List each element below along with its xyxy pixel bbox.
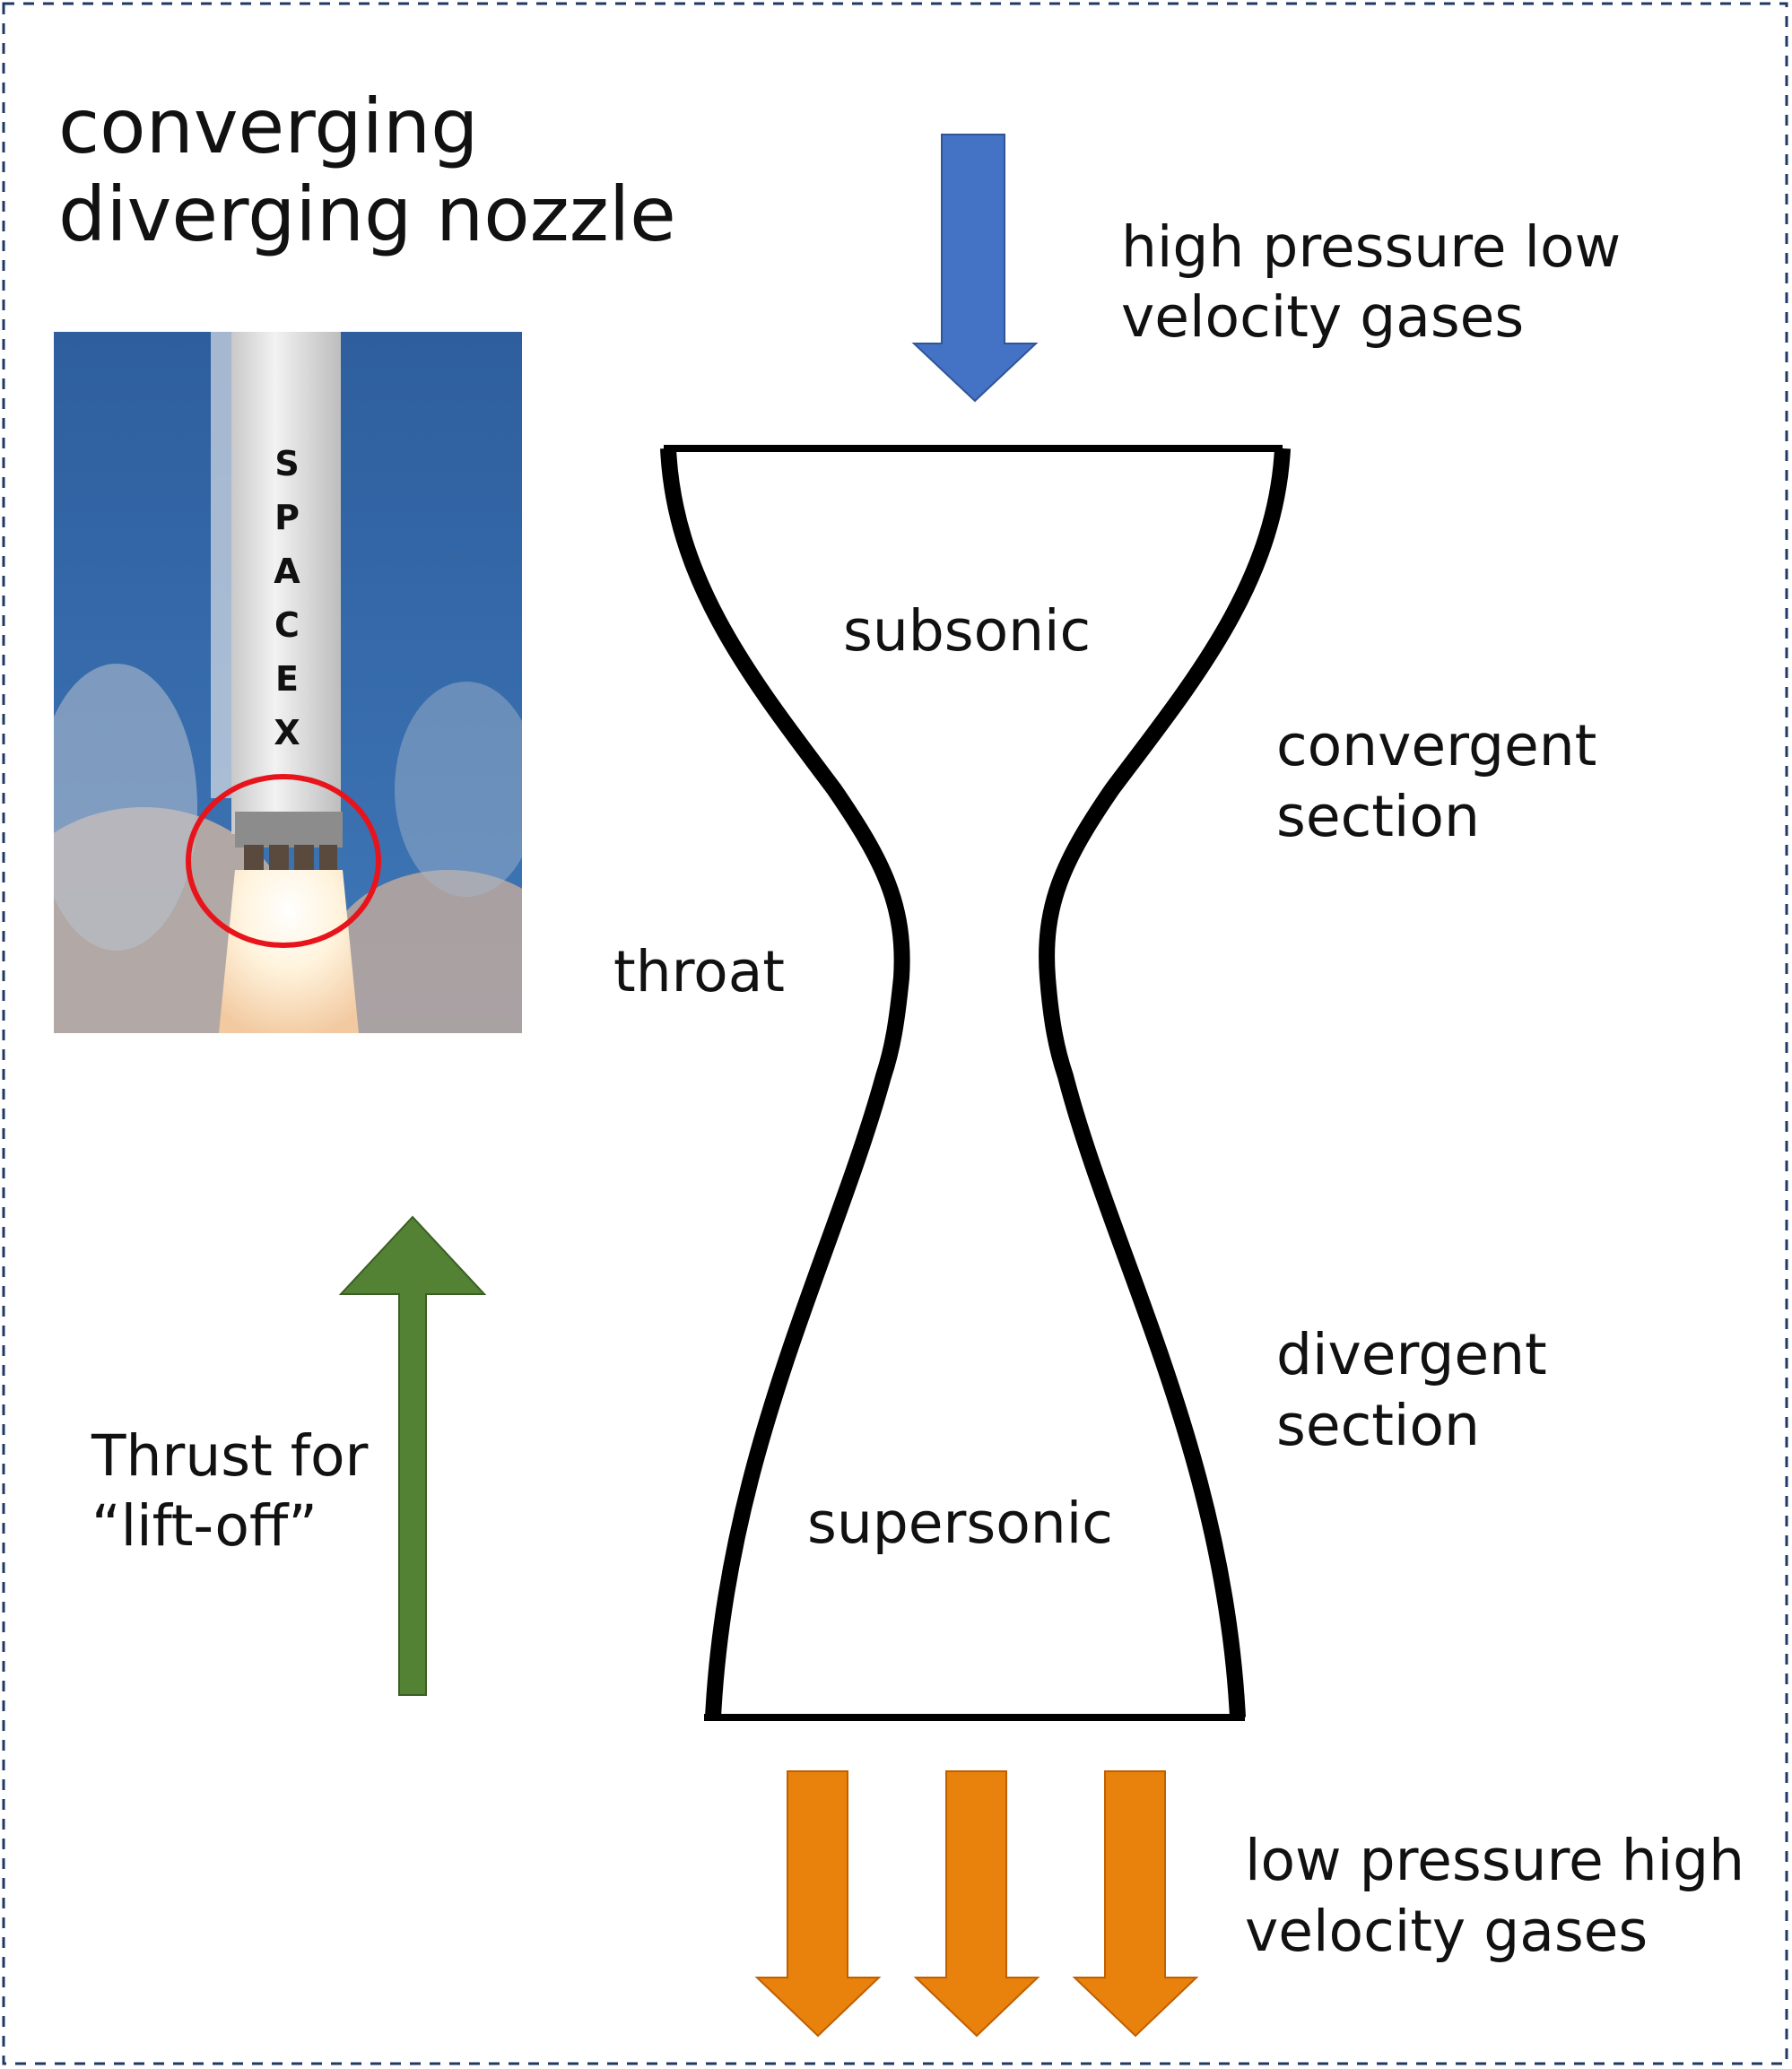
spacex-logo: S P A C E X (274, 444, 300, 752)
thrust-label-line2: “lift-off” (91, 1493, 318, 1559)
inlet-arrow (911, 134, 1039, 403)
nozzle-left-wall (660, 448, 910, 1718)
engine-highlight-circle (186, 774, 381, 948)
thrust-label-line1: Thrust for (91, 1423, 369, 1489)
subsonic-label: subsonic (843, 598, 1091, 664)
nozzle-right-wall (1039, 448, 1291, 1718)
svg-text:E: E (275, 659, 299, 699)
throat-label: throat (613, 939, 785, 1004)
exhaust-arrow-2 (913, 1770, 1040, 2038)
rocket-photo: S P A C E X (54, 332, 522, 1033)
diagram-title-line2: diverging nozzle (58, 170, 676, 258)
convergent-label-line1: convergent (1276, 713, 1596, 778)
supersonic-label: supersonic (807, 1491, 1113, 1556)
inlet-label-line1: high pressure low (1121, 214, 1621, 280)
outlet-label-line2: velocity gases (1245, 1899, 1648, 1964)
exhaust-arrow-3 (1072, 1770, 1199, 2038)
nozzle-outline (660, 445, 1291, 1721)
svg-text:X: X (274, 713, 300, 752)
outlet-label-line1: low pressure high (1245, 1828, 1744, 1893)
divergent-label-line1: divergent (1276, 1322, 1547, 1387)
svg-text:C: C (274, 605, 300, 645)
svg-text:S: S (274, 444, 299, 483)
thrust-arrow (338, 1215, 487, 1696)
inlet-label-line2: velocity gases (1121, 284, 1524, 350)
divergent-label-line2: section (1276, 1393, 1480, 1458)
svg-text:P: P (274, 498, 300, 537)
diagram-title-line1: converging (58, 83, 478, 170)
convergent-label-line2: section (1276, 784, 1480, 849)
svg-text:A: A (274, 552, 300, 591)
exhaust-arrow-1 (754, 1770, 882, 2038)
